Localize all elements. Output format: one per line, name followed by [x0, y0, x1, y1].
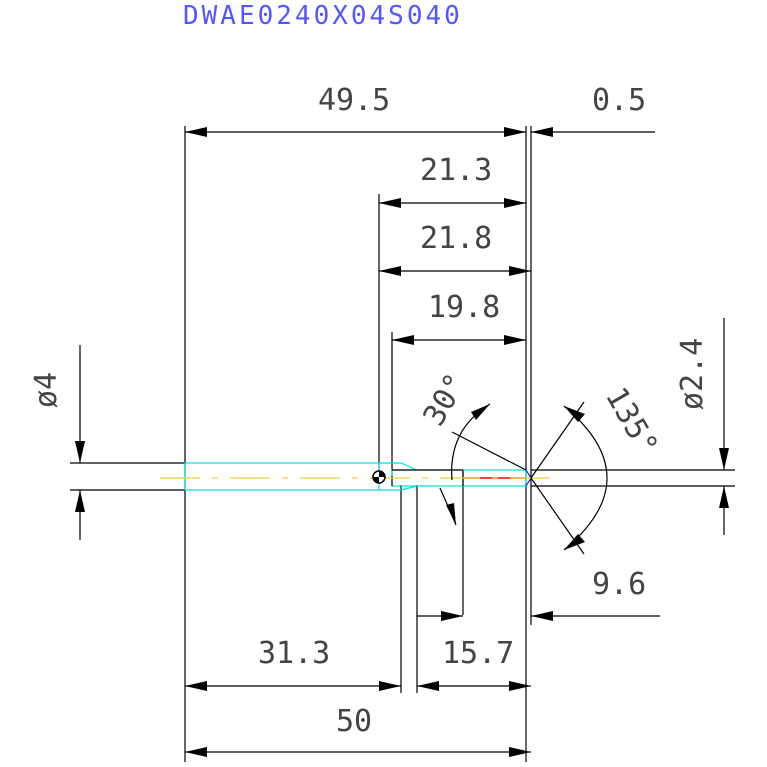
dim-d3: 19.8	[428, 290, 500, 325]
extension-lines	[70, 126, 735, 762]
drawing-title: DWAE0240X04S040	[183, 1, 463, 31]
helix-angle-label: 30°	[417, 368, 474, 432]
point-angle	[530, 401, 608, 555]
drill-body	[160, 462, 550, 491]
dim-tip-offset: 0.5	[592, 83, 646, 118]
dim-overall-length: 49.5	[318, 83, 390, 118]
dim-total-length: 50	[336, 704, 372, 739]
dim-d1: 21.3	[420, 153, 492, 188]
drill-diameter-label: ø2.4	[675, 338, 710, 410]
dim-d2: 21.8	[420, 221, 492, 256]
dimension-lines	[75, 127, 729, 757]
shank-diameter-label: ø4	[29, 372, 64, 408]
dim-point-length: 9.6	[592, 567, 646, 602]
point-angle-label: 135°	[598, 382, 664, 462]
helix-angle	[439, 403, 527, 526]
dim-flute-length: 15.7	[442, 636, 514, 671]
dim-shank-length: 31.3	[258, 636, 330, 671]
